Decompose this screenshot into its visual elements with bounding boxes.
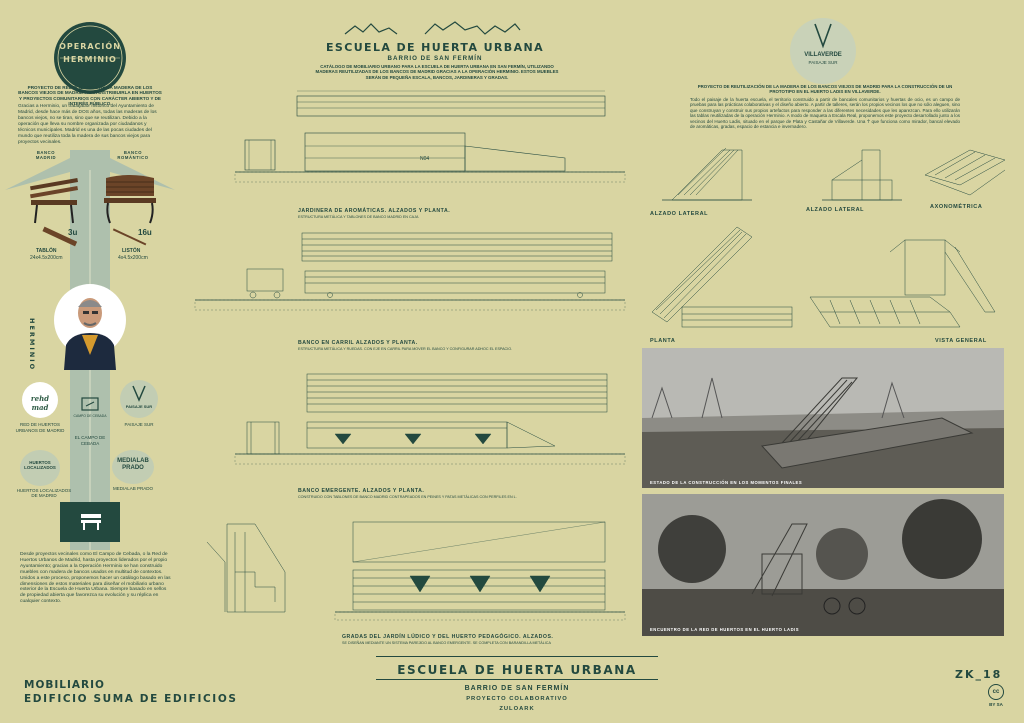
footer-rule-top xyxy=(376,656,658,657)
bench-madrid-icon xyxy=(30,178,78,224)
net1-label: RED DE HUERTOS URBANOS DE MADRID xyxy=(15,422,65,433)
plank2-name: LISTÓN xyxy=(122,248,141,254)
plank-tablon-icon xyxy=(42,226,78,247)
villaverde-v-icon xyxy=(814,23,832,49)
person-name: HERMINIO xyxy=(28,318,36,372)
d4-sub: SE DISEÑAN MEDIANTE UN SISTEMA PAREJIDO … xyxy=(342,641,551,645)
mountains-graphic xyxy=(344,21,521,35)
left-intro-bold: PROYECTO DE REUTILIZACIÓN DE LA MADERA D… xyxy=(18,85,162,107)
drawing-gradas xyxy=(206,521,626,621)
photo-meeting-image xyxy=(642,494,1004,636)
drawing-alzado-lateral-1 xyxy=(662,147,752,201)
logo-rehd-circle xyxy=(22,382,58,418)
d1-title: JARDINERA DE AROMÁTICAS. ALZADOS Y PLANT… xyxy=(298,208,451,214)
footer-code: ZK_18 xyxy=(955,668,1003,681)
badge-graphic xyxy=(54,22,126,94)
badge-line2: HERMINIO xyxy=(63,55,117,64)
bench1-label: BANCO MADRID xyxy=(35,150,57,160)
logo-campo-text: CAMPO DE CEBADA xyxy=(73,414,107,418)
footer-title: ESCUELA DE HUERTA URBANA xyxy=(397,663,637,677)
net4-label: HUERTOS LOCALIZADOS DE MADRID xyxy=(16,488,72,498)
bench2-count: 16u xyxy=(138,228,152,237)
footer-line1: BARRIO DE SAN FERMÍN xyxy=(464,685,570,692)
left-closing: Desde proyectos vecinales como El Campo … xyxy=(20,552,171,605)
bench2-label: BANCO ROMÁNTICO xyxy=(117,150,149,160)
logo-huertos-circle xyxy=(20,450,60,486)
photo-meeting xyxy=(642,494,1004,636)
right-intro-body: Todo el paisaje de la huerta escuela, el… xyxy=(690,97,960,130)
d1-sub: ESTRUCTURA METÁLICA Y TABLONES DE BANCO … xyxy=(298,215,419,219)
net3-label: PAISAJE SUR xyxy=(124,422,154,427)
view2-label: ALZADO LATERAL xyxy=(806,207,865,213)
view1-label: ALZADO LATERAL xyxy=(650,211,709,217)
d4-title: GRADAS DEL JARDÍN LÚDICO Y DEL HUERTO PE… xyxy=(342,634,554,640)
view3-label: AXONOMÉTRICA xyxy=(930,204,983,210)
logo-paisaje-text: PAISAJE SUR xyxy=(125,404,153,409)
view4-label: PLANTA xyxy=(650,338,676,344)
drawing-planta xyxy=(651,226,793,328)
d2-sub: ESTRUCTURA METÁLICA Y RUEDAS. CON EJE EN… xyxy=(298,347,513,351)
d1-tag: N04 xyxy=(420,156,430,162)
herminio-portrait xyxy=(54,284,126,370)
bench1-count: 3u xyxy=(68,228,78,237)
bench-outline-icon xyxy=(81,514,101,530)
campo-cebada-icon xyxy=(81,397,99,411)
logo-campo xyxy=(72,396,108,420)
villaverde-line2: PAISAJE SUR xyxy=(808,60,838,65)
bench-romantico-icon xyxy=(104,175,156,224)
photo-construction-image xyxy=(642,348,1004,488)
plank1-size: 24x4.5x200cm xyxy=(30,255,63,261)
drawing-banco-emergente xyxy=(234,373,626,465)
view5-label: VISTA GENERAL xyxy=(935,338,987,344)
villaverde-line1: VILLAVERDE xyxy=(804,52,842,58)
d3-title: BANCO EMERGENTE. ALZADOS Y PLANTA. xyxy=(298,488,425,494)
header-subtitle: BARRIO DE SAN FERMÍN xyxy=(387,55,483,62)
header-title: ESCUELA DE HUERTA URBANA xyxy=(325,41,545,54)
drawing-axonometrica xyxy=(924,149,1006,196)
badge-line1: OPERACIÓN xyxy=(59,42,121,51)
drawing-jardinera xyxy=(234,90,626,183)
net5-label: MEDIALAB PRADO xyxy=(112,486,153,491)
header-catalog: CATÁLOGO DE MOBILIARIO URBANO PARA LA ES… xyxy=(315,64,559,80)
plank1-name: TABLÓN xyxy=(36,248,57,254)
left-intro-body: Gracias a Herminio, un trabajador histór… xyxy=(18,104,157,145)
footer-left1: MOBILIARIO xyxy=(24,679,105,691)
footer-line3: ZULOARK xyxy=(499,706,535,712)
net2-label: EL CAMPO DE CEBADA xyxy=(74,435,106,446)
drawing-banco-carril xyxy=(194,232,626,311)
drawing-vista-general xyxy=(809,239,996,328)
plank2-size: 4x4.5x200cm xyxy=(118,255,148,261)
photo2-caption: ENCUENTRO DE LA RED DE HUERTOS EN EL HUE… xyxy=(650,627,800,632)
right-intro-bold: PROYECTO DE REUTILIZACIÓN DE LA MADERA D… xyxy=(697,84,953,95)
logo-huertos-text: HUERTOS LOCALIZADOS xyxy=(24,460,56,470)
photo-construction xyxy=(642,348,1004,488)
plank-liston-icon xyxy=(112,228,147,246)
drawing-alzado-lateral-2 xyxy=(822,149,902,201)
d3-sub: CONSTRUIDO CON TABLONES DE BANCO MADRID … xyxy=(298,495,517,499)
villaverde-logo-circle xyxy=(790,18,856,84)
footer-license: BY SA xyxy=(989,702,1003,707)
logo-medialab-circle xyxy=(112,450,154,484)
photo1-caption: ESTADO DE LA CONSTRUCCIÓN EN LOS MOMENTO… xyxy=(650,480,803,485)
footer-line2: PROYECTO COLABORATIVO xyxy=(466,696,568,702)
footer-rule-bottom xyxy=(376,679,658,680)
logo-medialab-text: MEDIALAB PRADO xyxy=(117,458,149,471)
footer-left2: EDIFICIO SUMA DE EDIFICIOS xyxy=(24,693,238,705)
d2-title: BANCO EN CARRIL ALZADOS Y PLANTA. xyxy=(298,340,418,346)
cc-license-icon: cc xyxy=(988,684,1004,700)
logo-rehd: rehd mad xyxy=(30,394,50,412)
paisaje-v-icon xyxy=(132,385,146,402)
